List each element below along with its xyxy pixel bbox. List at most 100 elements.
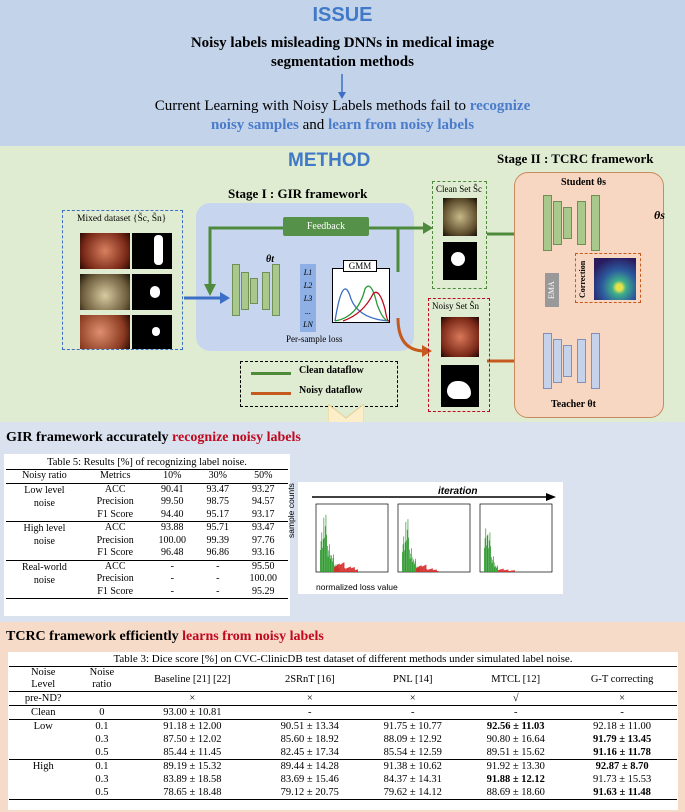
ema-label: EMA: [545, 273, 559, 307]
loss-term: ...: [305, 307, 311, 316]
table-cell: 83.89 ± 18.58: [163, 774, 222, 785]
noisy-set-label: Noisy Set Ŝn: [432, 301, 480, 311]
hist-bar-noisy: [350, 566, 351, 572]
hist-bar-noisy: [434, 569, 436, 572]
hist-bar-clean: [413, 564, 415, 572]
hist-bar-noisy: [353, 567, 354, 572]
hist-bar-clean: [487, 534, 489, 572]
table-cell: 92.87 ± 8.70: [595, 761, 649, 772]
group-label: [9, 733, 77, 746]
feedback-label: Feedback: [283, 217, 369, 236]
network-layer: [232, 264, 240, 316]
correction-box: Correction: [575, 253, 641, 303]
hist-bar-noisy: [416, 568, 417, 572]
table-cell: 95.71: [206, 522, 230, 533]
loss-term: L1: [303, 268, 313, 277]
hist-bar-noisy: [344, 568, 346, 572]
table-cell: 93.88: [161, 522, 184, 533]
hist-bar-clean: [333, 554, 334, 572]
prend-row: pre-ND?×××√×: [9, 691, 677, 706]
hist-bar-clean: [494, 567, 496, 572]
hist-bar-noisy: [436, 571, 438, 572]
table-cell: 79.12 ± 20.75: [258, 786, 362, 800]
hist-bar-clean: [325, 514, 327, 572]
group-label: [9, 786, 78, 800]
legend-noisy-label: Noisy dataflow: [299, 385, 363, 396]
table-cell: -: [196, 585, 239, 599]
hist-bar-clean: [409, 549, 410, 572]
table-cell: -: [170, 560, 174, 572]
table-cell: 88.09 ± 12.92: [383, 734, 442, 745]
hist-bar-noisy: [422, 566, 424, 572]
hist-bar-clean: [330, 558, 332, 572]
stage2-title: Stage II : TCRC framework: [497, 151, 654, 166]
hist-bar-noisy: [342, 563, 343, 572]
table-cell: 0.3: [95, 774, 109, 785]
hist-bar-clean: [411, 557, 413, 572]
table-cell: ×: [361, 691, 465, 706]
group-label: [9, 746, 78, 760]
hist-bar-noisy: [506, 569, 507, 572]
group-label: Low level: [24, 484, 65, 496]
table-header-cell: Noisy ratio: [6, 469, 83, 484]
hist-bar-noisy: [354, 570, 356, 572]
hist-bar-noisy: [503, 570, 505, 572]
tcrc-results-section: TCRC framework efficiently learns from n…: [0, 622, 685, 812]
table-row: Precision--100.00: [6, 573, 288, 586]
hist-bar-noisy: [350, 568, 352, 572]
table-cell: 89.44 ± 14.28: [280, 761, 339, 772]
header-method: Baseline [21] [22]: [126, 666, 259, 692]
header-method: PNL [14]: [361, 666, 465, 692]
table-cell: 92.18 ± 11.00: [593, 721, 652, 732]
hist-bar-noisy: [437, 570, 439, 572]
teacher-layer: [543, 333, 552, 389]
student-layer: [543, 195, 552, 251]
table-header-cell: 50%: [238, 469, 288, 484]
hist-bar-noisy: [349, 566, 350, 572]
header-method: MTCL [12]: [464, 666, 568, 692]
teacher-layer: [553, 339, 562, 383]
hist-bar-clean: [411, 548, 412, 572]
hist-bar-noisy: [347, 567, 349, 572]
hist-bar-clean: [409, 558, 411, 572]
hist-bar-clean: [403, 536, 405, 572]
hist-bar-noisy: [340, 564, 342, 572]
hist-bar-clean: [322, 539, 324, 572]
stage1-title: Stage I : GIR framework: [228, 186, 368, 201]
table-cell: 82.45 ± 17.34: [258, 746, 362, 760]
endoscopy-image-3: [80, 315, 130, 349]
table-cell: 90.80 ± 16.64: [486, 734, 545, 745]
hist-bar-noisy: [418, 566, 420, 572]
hist-panel: [479, 503, 553, 573]
hist-bar-clean: [324, 526, 326, 572]
hist-bar-clean: [328, 550, 330, 572]
header-text: Noise: [89, 667, 115, 678]
hist-ylabel: sample counts: [286, 483, 296, 538]
hist-bar-noisy: [432, 568, 433, 572]
gir-heading: GIR framework accurately recognize noisy…: [6, 430, 301, 445]
table-cell: 93.00 ± 10.81: [126, 705, 259, 720]
clean-label: Clean: [9, 705, 78, 720]
hist-bar-clean: [407, 519, 409, 572]
table-cell: 0.3: [95, 734, 109, 745]
table-cell: 93.17: [238, 508, 288, 522]
hist-bar-noisy: [499, 569, 501, 572]
group-label: High: [32, 761, 54, 772]
hist-bar-noisy: [335, 566, 337, 572]
hist-bar-noisy: [504, 570, 506, 572]
hist-bar-clean: [321, 532, 323, 572]
method-section: METHOD Stage II : TCRC framework Stage I…: [0, 146, 685, 422]
theta-t-label: θt: [266, 254, 274, 265]
table-cell: ×: [258, 691, 362, 706]
table-cell: 95.50: [252, 560, 275, 572]
hist-bar-noisy: [509, 570, 510, 572]
hist-bar-clean: [484, 538, 486, 572]
